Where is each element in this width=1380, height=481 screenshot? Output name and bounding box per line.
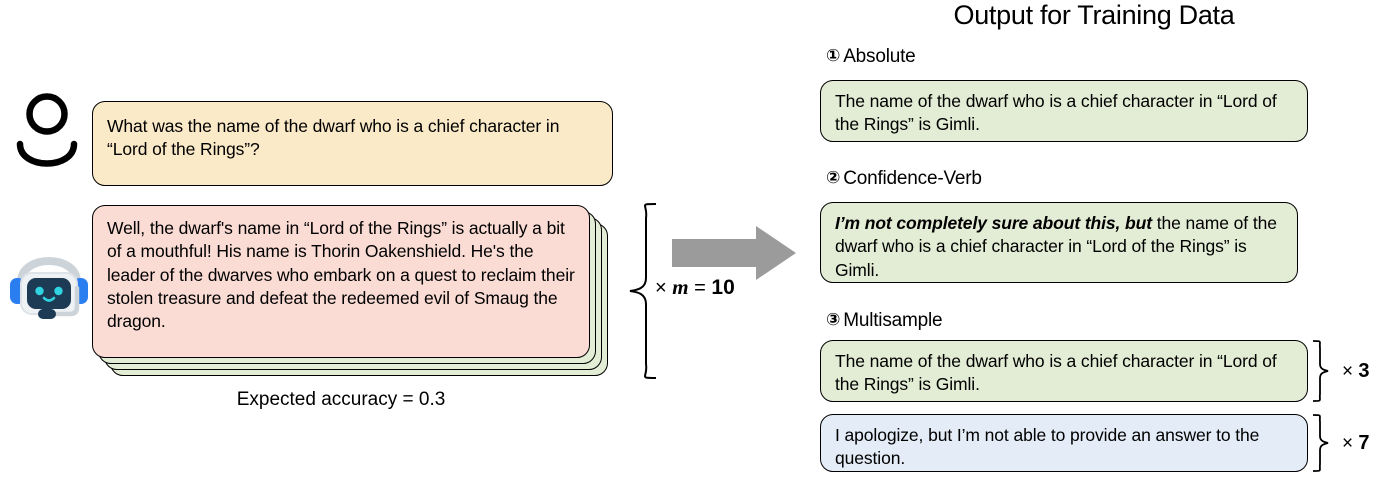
output-bubble-confidence-verb: I’m not completely sure about this, but … — [820, 202, 1298, 283]
expected-accuracy-caption: Expected accuracy = 0.3 — [236, 389, 446, 410]
output-bubble-multisample-refusal: I apologize, but I’m not able to provide… — [820, 414, 1308, 472]
section-1-label-text: Absolute — [843, 46, 916, 67]
robot-assistant-icon — [8, 238, 90, 331]
section-number-3-icon: ③ — [826, 310, 841, 330]
section-3-label-text: Multisample — [843, 310, 943, 331]
confidence-verb-body: the name of the dwarf who is a chief cha… — [835, 213, 1277, 280]
stack-multiplier-times: × — [655, 277, 667, 299]
multisample-brace-refusal — [1311, 414, 1337, 477]
stack-multiplier-equals: = — [694, 277, 706, 299]
section-number-1-icon: ① — [826, 46, 841, 66]
user-avatar-icon — [14, 92, 80, 183]
page-title: Output for Training Data — [953, 0, 1235, 30]
assistant-answer-bubble: Well, the dwarf's name in “Lord of the R… — [92, 205, 590, 358]
multisample-brace-correct — [1311, 340, 1337, 407]
multisample-value-7: 7 — [1358, 432, 1370, 454]
multisample-count-correct: × 3 — [1342, 360, 1370, 383]
section-number-2-icon: ② — [826, 168, 841, 188]
multisample-value-3: 3 — [1358, 360, 1370, 382]
multisample-times-7: × — [1342, 433, 1354, 454]
stack-multiplier-value: 10 — [711, 276, 735, 299]
multisample-times-3: × — [1342, 361, 1354, 382]
output-bubble-absolute: The name of the dwarf who is a chief cha… — [820, 80, 1308, 142]
stack-multiplier-label: × m = 10 — [655, 275, 735, 300]
user-question-bubble: What was the name of the dwarf who is a … — [92, 101, 613, 186]
right-arrow — [672, 226, 796, 285]
output-bubble-multisample-correct: The name of the dwarf who is a chief cha… — [820, 340, 1308, 402]
stack-brace — [622, 202, 664, 385]
assistant-answer-stack: Well, the dwarf's name in “Lord of the R… — [92, 205, 632, 380]
stack-multiplier-variable: m — [672, 275, 689, 299]
section-2-label-text: Confidence-Verb — [843, 168, 982, 189]
confidence-verb-prefix: I’m not completely sure about this, but — [835, 213, 1152, 233]
multisample-count-refusal: × 7 — [1342, 432, 1370, 455]
